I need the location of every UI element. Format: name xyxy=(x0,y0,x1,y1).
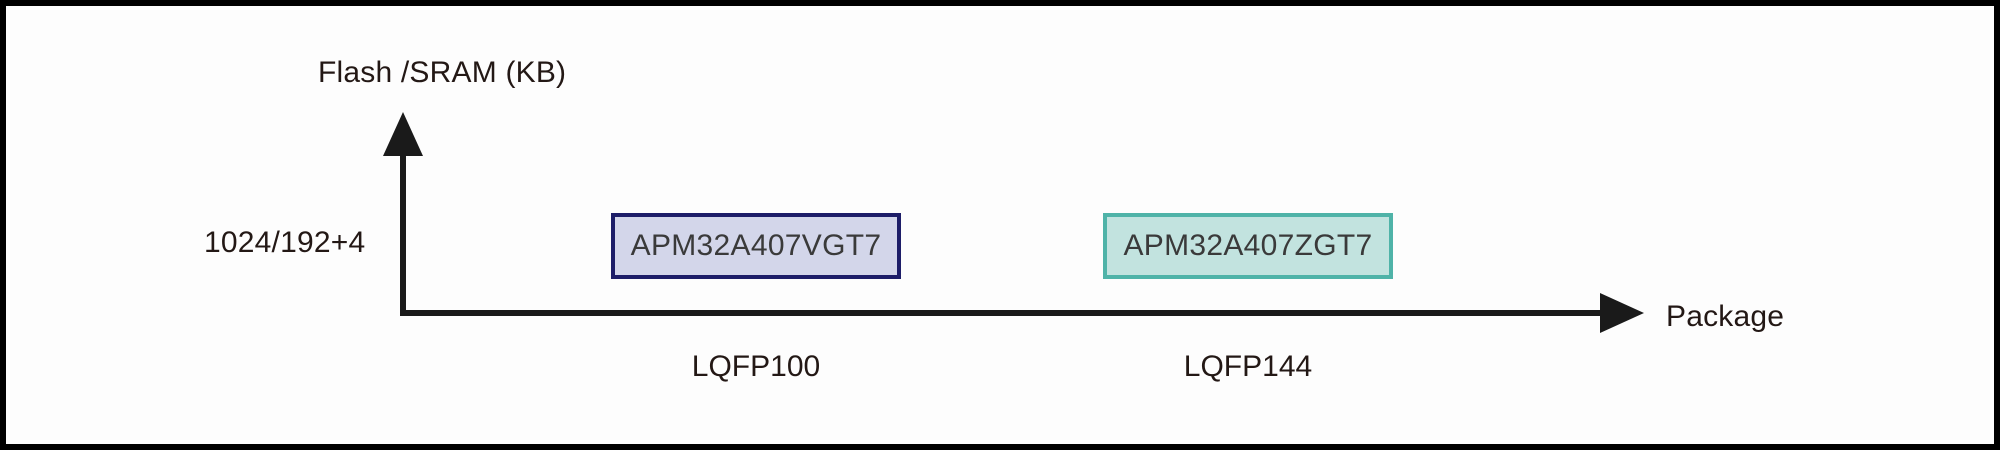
y-axis-tick-label: 1024/192+4 xyxy=(204,226,366,259)
y-axis-arrowhead xyxy=(383,112,423,156)
x-axis-title: Package xyxy=(1666,300,1785,333)
part-box-label: APM32A407VGT7 xyxy=(630,229,882,262)
axes-svg xyxy=(383,112,1644,333)
x-axis-tick-label-lqfp144: LQFP144 xyxy=(1183,350,1313,383)
x-axis-arrowhead xyxy=(1600,293,1644,333)
part-box-apm32a407zgt7[interactable]: APM32A407ZGT7 xyxy=(1103,213,1393,279)
x-axis-tick-label-lqfp100: LQFP100 xyxy=(691,350,821,383)
part-box-apm32a407vgt7[interactable]: APM32A407VGT7 xyxy=(611,213,901,279)
diagram-canvas: Flash /SRAM (KB) 1024/192+4 Package APM3… xyxy=(6,6,1994,444)
y-axis-title: Flash /SRAM (KB) xyxy=(318,56,567,89)
part-box-label: APM32A407ZGT7 xyxy=(1123,229,1373,262)
